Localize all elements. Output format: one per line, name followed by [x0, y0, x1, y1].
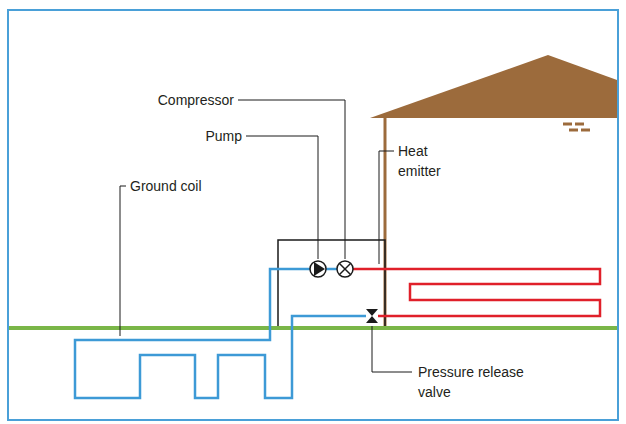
part-label: Pump — [205, 126, 242, 146]
heat-emitter-pipe — [353, 269, 600, 316]
part-label: Heat emitter — [398, 141, 458, 181]
ground-coil-pipe — [75, 269, 366, 398]
part-label: Compressor — [158, 90, 234, 110]
valve-symbol — [366, 309, 378, 323]
house-vent — [563, 124, 590, 130]
leader-lines — [120, 100, 412, 372]
part-label: Ground coil — [130, 176, 202, 196]
house-roof — [370, 55, 617, 118]
pump-symbol — [310, 261, 326, 277]
frame — [8, 10, 618, 420]
part-label: Pressure release valve — [418, 362, 543, 402]
pipe — [326, 268, 337, 271]
ground-line — [9, 326, 617, 330]
compressor-symbol — [337, 261, 353, 277]
